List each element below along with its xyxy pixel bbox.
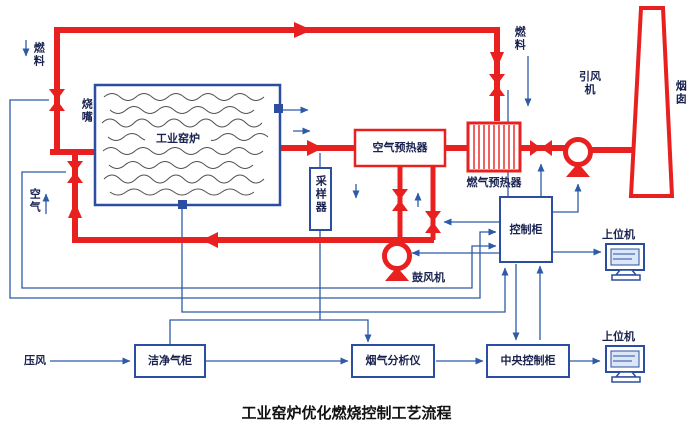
- label-gas-preheater: 燃气预热器: [466, 175, 522, 189]
- control-to-idfan-line: [552, 183, 582, 213]
- sensors: [178, 104, 283, 209]
- central-control-cabinet-box: [486, 344, 570, 378]
- blower-fan-icon: [382, 241, 412, 271]
- return-flow-arrow: [202, 232, 218, 248]
- blower-fan-stand: [385, 267, 409, 281]
- label-fuel-left: 燃料: [32, 42, 46, 68]
- label-blower: 鼓风机: [412, 271, 445, 284]
- flame-lines: [101, 93, 269, 196]
- computer-icon-bottom: [605, 345, 645, 383]
- diagram-title: 工业窑炉优化燃烧控制工艺流程: [241, 404, 452, 422]
- fuel-valve-icon: [49, 89, 65, 111]
- label-host-computer-top: 上位机: [602, 228, 635, 241]
- components: [93, 6, 675, 383]
- gas-preheater-hatch: [473, 125, 515, 169]
- valves: [49, 74, 552, 233]
- label-control-cabinet: 控制柜: [509, 222, 543, 236]
- label-air: 空气: [28, 188, 42, 214]
- label-host-computer-bottom: 上位机: [602, 330, 635, 343]
- label-chimney: 烟囱: [674, 80, 688, 106]
- induced-draft-fan-icon: [563, 137, 593, 167]
- header-flow-arrow: [294, 22, 312, 38]
- kiln-sensor-signal-line: [181, 209, 509, 313]
- label-induced-draft-fan: 引风机: [579, 70, 601, 97]
- air-preheater-box: [353, 128, 447, 168]
- flue-right-flow-arrow: [307, 140, 323, 156]
- label-central-control-cabinet: 中央控制柜: [500, 354, 556, 368]
- kiln-bottom-sensor-icon: [178, 200, 187, 209]
- gas-preheater-inlet-valve-icon: [489, 74, 505, 96]
- label-burner: 烧嘴: [80, 98, 94, 124]
- kiln-label-backing: [145, 131, 211, 147]
- downpipe-flow-arrow: [490, 52, 504, 68]
- clean-gas-cabinet-box: [134, 344, 206, 378]
- pipe-flow-arrows: [68, 22, 504, 248]
- label-sampler: 采样器: [314, 175, 328, 214]
- air-valve-signal-line: [21, 171, 497, 289]
- label-compressed-air: 压风: [24, 354, 46, 367]
- induced-draft-fan-stand: [566, 163, 590, 177]
- blower-line-valve-icon: [425, 211, 441, 233]
- sampler-to-analyzer-line: [319, 230, 372, 343]
- sampler-box: [309, 167, 332, 231]
- air-up-flow-arrow: [68, 202, 82, 218]
- computer-icon-top: [605, 243, 645, 281]
- preheater-outlet-valve-icon: [392, 189, 408, 211]
- label-clean-gas-cabinet: 洁净气柜: [148, 354, 192, 368]
- flue-gas-analyzer-box: [351, 344, 435, 378]
- kiln-right-sensor-icon: [274, 104, 283, 113]
- fuel-valve-signal-line: [9, 99, 497, 299]
- label-fuel-right: 燃料: [513, 26, 527, 52]
- label-flue-gas-analyzer: 烟气分析仪: [365, 354, 421, 368]
- clean-gas-line: [169, 319, 320, 345]
- control-cabinet-box: [499, 196, 553, 263]
- label-kiln: 工业窑炉: [156, 132, 200, 146]
- label-air-preheater: 空气预热器: [372, 141, 428, 155]
- chimney-shape: [628, 6, 675, 198]
- air-valve-icon: [67, 161, 83, 183]
- fan-inlet-valve-icon: [530, 140, 552, 156]
